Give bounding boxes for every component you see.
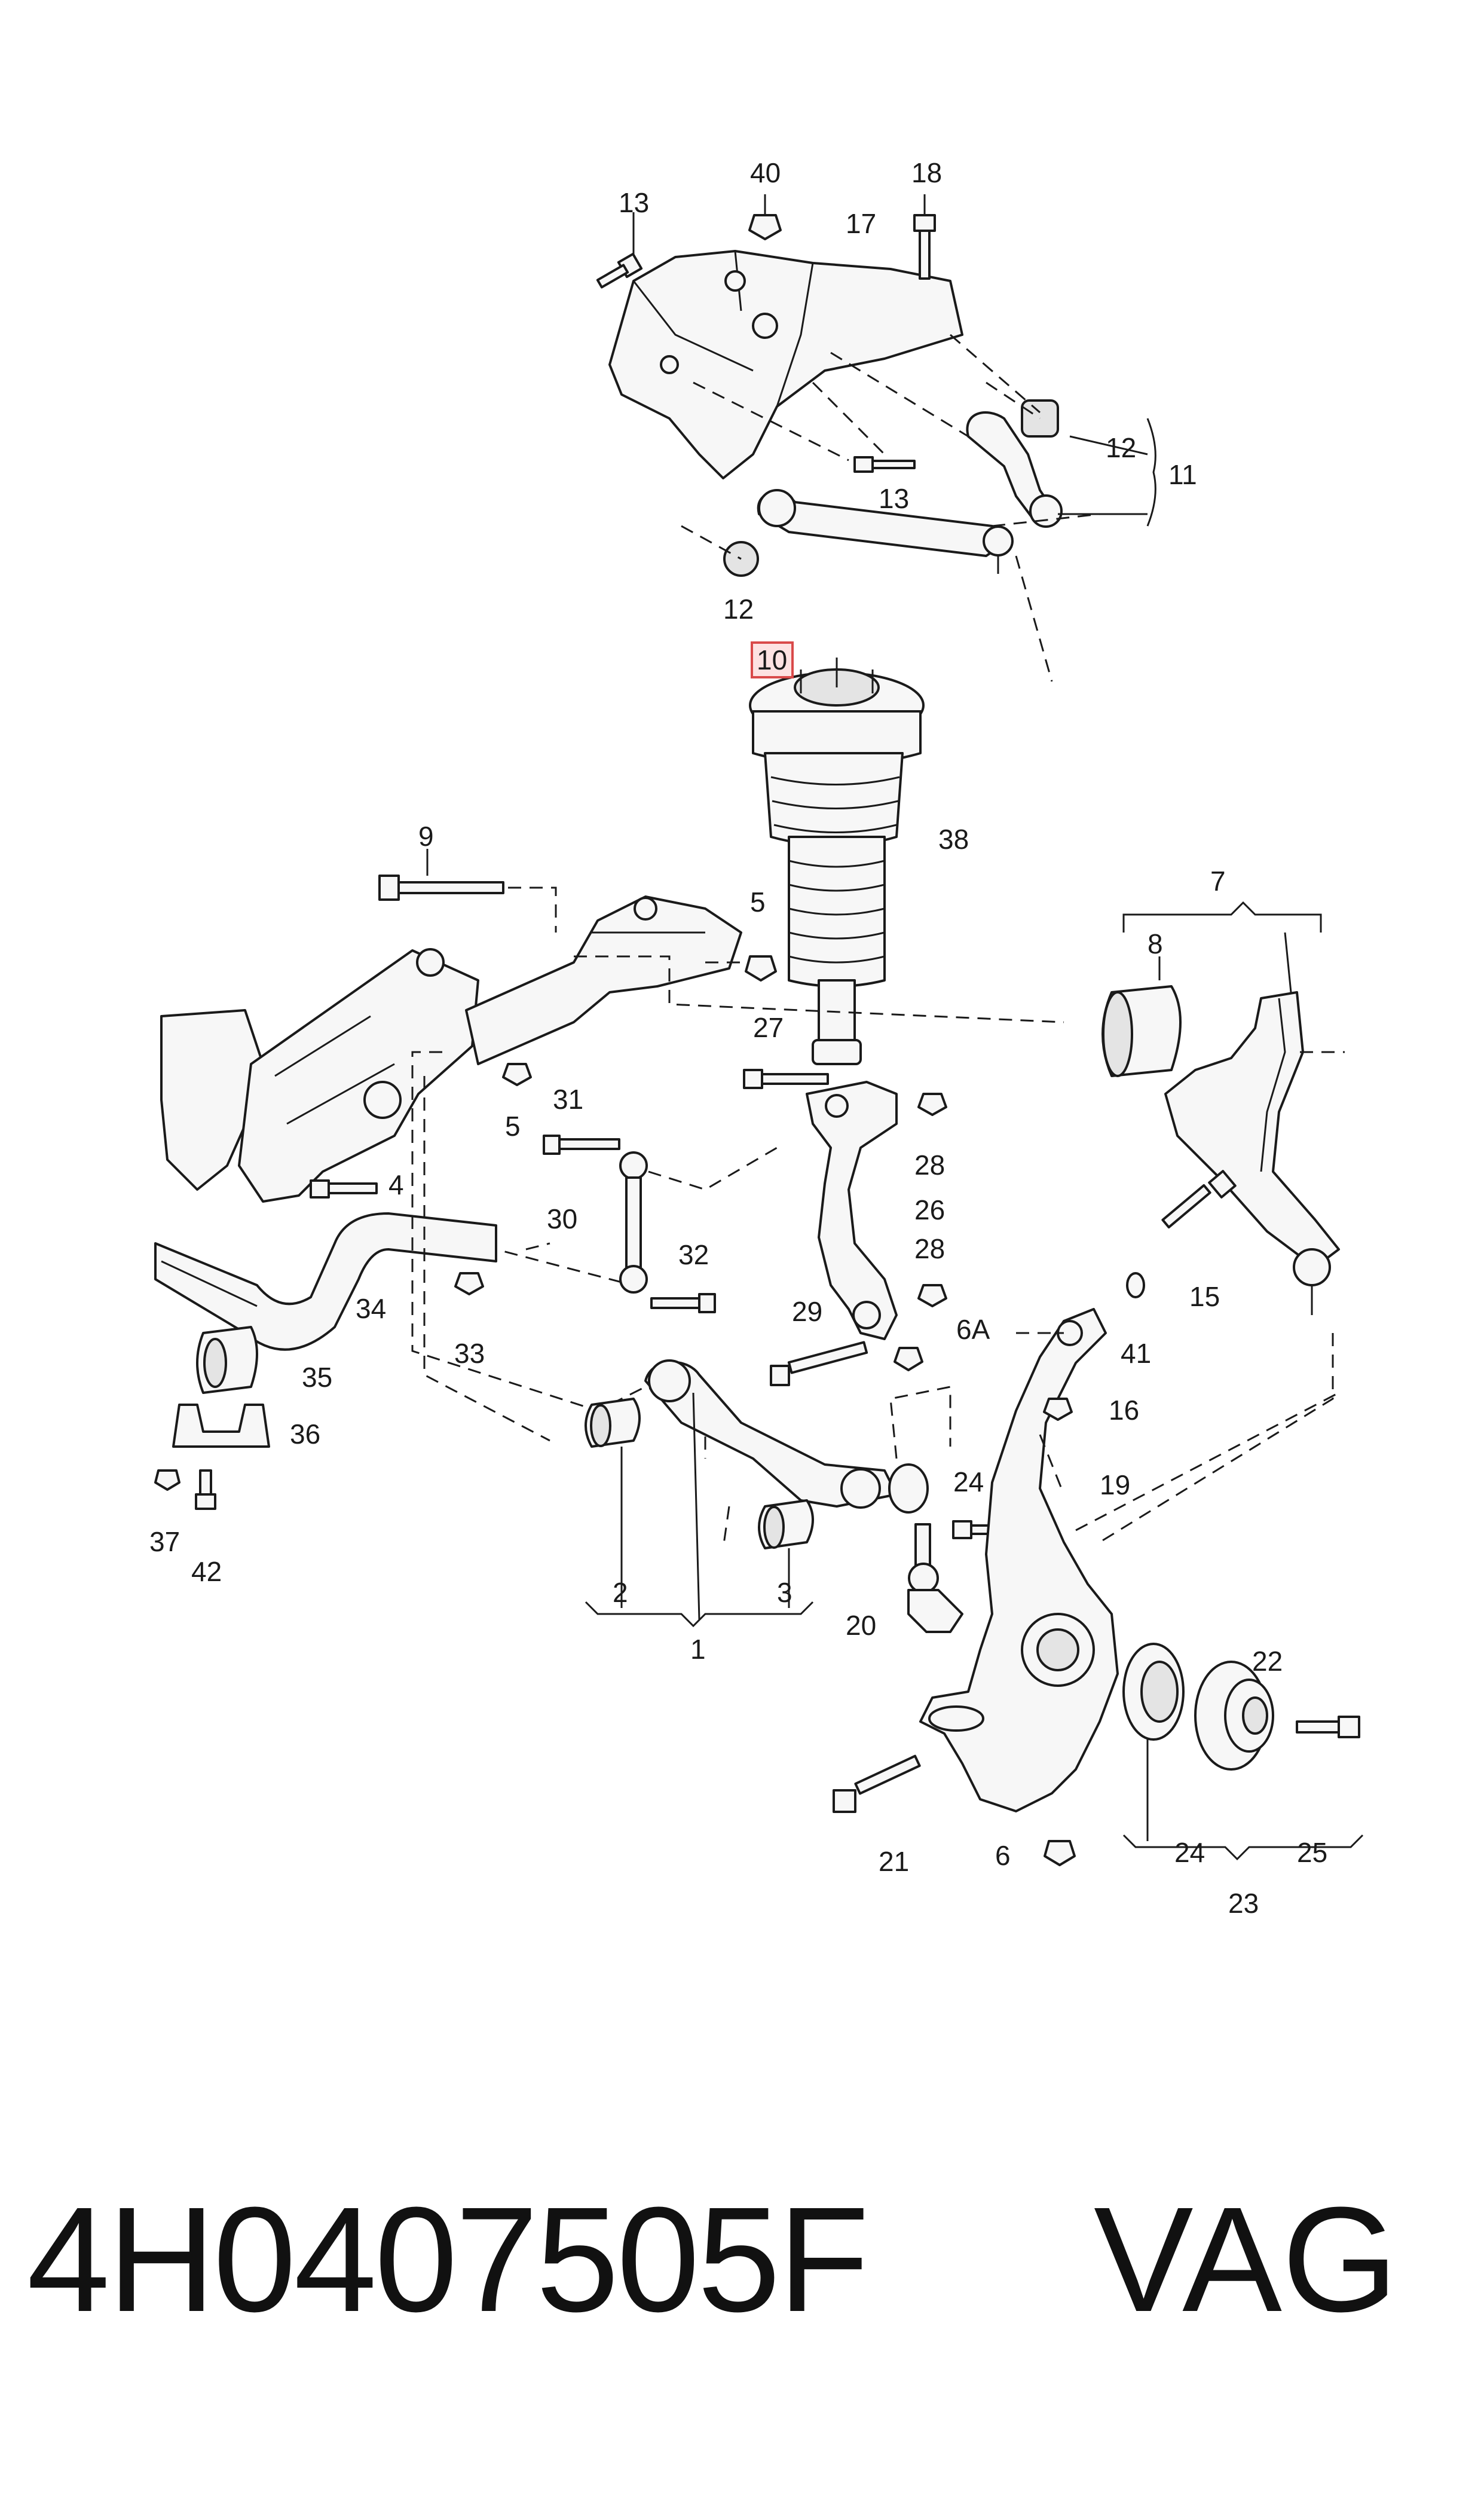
nut-28-lower — [917, 1284, 947, 1307]
bolt-21 — [833, 1754, 921, 1813]
subframe — [160, 895, 742, 1203]
callout-10-highlight — [751, 641, 794, 678]
upper-arm-front — [723, 489, 1014, 577]
callout-5-right: 5 — [750, 886, 766, 918]
air-strut-38 — [749, 658, 925, 1065]
callout-16: 16 — [1109, 1395, 1139, 1426]
bolt-13-upper — [596, 212, 643, 289]
callout-23: 23 — [1228, 1888, 1259, 1919]
callout-27: 27 — [753, 1012, 784, 1043]
callout-32: 32 — [678, 1239, 709, 1270]
bushing-2 — [585, 1398, 641, 1448]
hub-22 — [1194, 1661, 1274, 1771]
callout-10: 10 — [757, 644, 787, 675]
fork-26 — [806, 1081, 898, 1340]
callout-24-lower: 24 — [1174, 1837, 1205, 1868]
nut-28-upper — [917, 1093, 947, 1116]
callout-41: 41 — [1121, 1338, 1151, 1369]
bolt-4 — [310, 1179, 378, 1199]
bolt-29 — [770, 1341, 868, 1386]
callout-6: 6 — [995, 1840, 1011, 1871]
callout-35: 35 — [302, 1362, 332, 1393]
bolt-13-lower — [853, 456, 916, 473]
callout-8: 8 — [1148, 928, 1163, 959]
callout-21: 21 — [879, 1846, 909, 1877]
callout-33: 33 — [454, 1338, 485, 1369]
stabilizer-link-30 — [619, 1151, 648, 1294]
callout-22: 22 — [1252, 1646, 1283, 1677]
nut-6 — [1044, 1840, 1076, 1866]
callout-7: 7 — [1210, 866, 1226, 897]
bushing-3 — [758, 1499, 814, 1549]
callout-13-mid: 13 — [879, 483, 909, 514]
bolt-9 — [378, 849, 504, 901]
part-number: 4H0407505F — [27, 2176, 870, 2343]
brand-name: VAG — [1094, 2176, 1399, 2343]
bolt-18 — [913, 194, 936, 280]
callout-12-left: 12 — [723, 594, 754, 625]
callout-31: 31 — [553, 1084, 583, 1115]
bearing-24 — [1122, 1643, 1185, 1741]
callout-labels: 40 18 13 17 12 11 13 12 10 38 9 7 8 5 27… — [149, 157, 1327, 1919]
upper-mount-17 — [608, 250, 963, 479]
stabilizer-bar-34 — [154, 1212, 497, 1351]
nut-37 — [154, 1469, 180, 1491]
callout-25: 25 — [1297, 1837, 1327, 1868]
nut-16 — [1043, 1398, 1073, 1421]
bolt-31 — [543, 1135, 620, 1155]
nut-5-left — [502, 1063, 532, 1086]
callout-37: 37 — [149, 1526, 180, 1557]
callout-28-lower: 28 — [914, 1233, 945, 1264]
callout-1: 1 — [690, 1634, 706, 1665]
callout-2: 2 — [613, 1577, 628, 1608]
footer: 4H0407505F VAG — [0, 2182, 1484, 2337]
callout-24-upper: 24 — [953, 1466, 984, 1497]
knuckle-19 — [919, 1308, 1119, 1812]
bolt-27 — [743, 1069, 829, 1089]
callout-34: 34 — [356, 1293, 386, 1324]
bolt-42 — [195, 1469, 216, 1510]
bolt-32 — [650, 1293, 716, 1313]
callout-40: 40 — [750, 157, 781, 188]
nut-5-right — [745, 955, 777, 982]
clamp-36 — [172, 1404, 270, 1448]
nut-6A — [894, 1347, 923, 1371]
callout-6A: 6A — [956, 1314, 990, 1345]
callout-18: 18 — [911, 157, 942, 188]
bushing-8 — [1101, 985, 1182, 1077]
callout-42: 42 — [191, 1556, 222, 1587]
callout-12-right: 12 — [1106, 432, 1136, 463]
callout-4: 4 — [388, 1169, 404, 1200]
bolt-15 — [1161, 1170, 1237, 1229]
washer-41 — [1126, 1272, 1145, 1298]
callout-26: 26 — [914, 1194, 945, 1225]
ball-joint-20 — [907, 1523, 963, 1633]
callout-9: 9 — [418, 821, 434, 852]
lower-arm-7 — [1164, 991, 1340, 1315]
callout-28-upper: 28 — [914, 1150, 945, 1181]
upper-arm-rear — [966, 399, 1063, 528]
callout-38: 38 — [938, 824, 969, 855]
bolt-25 — [1296, 1716, 1360, 1738]
callout-36: 36 — [290, 1419, 320, 1450]
callout-11: 11 — [1168, 459, 1197, 490]
callout-19: 19 — [1100, 1469, 1130, 1500]
lower-wishbone-1 — [644, 1359, 929, 1514]
callout-5-left: 5 — [505, 1111, 521, 1142]
callout-20: 20 — [846, 1610, 876, 1641]
callout-30: 30 — [547, 1203, 577, 1234]
callout-3: 3 — [777, 1577, 793, 1608]
callout-15: 15 — [1189, 1281, 1220, 1312]
bushing-35 — [196, 1326, 258, 1394]
callout-13-top: 13 — [619, 187, 649, 218]
callout-17: 17 — [846, 208, 876, 239]
nut-33 — [454, 1272, 484, 1295]
nut-40 — [748, 194, 782, 240]
callout-29: 29 — [792, 1296, 822, 1327]
